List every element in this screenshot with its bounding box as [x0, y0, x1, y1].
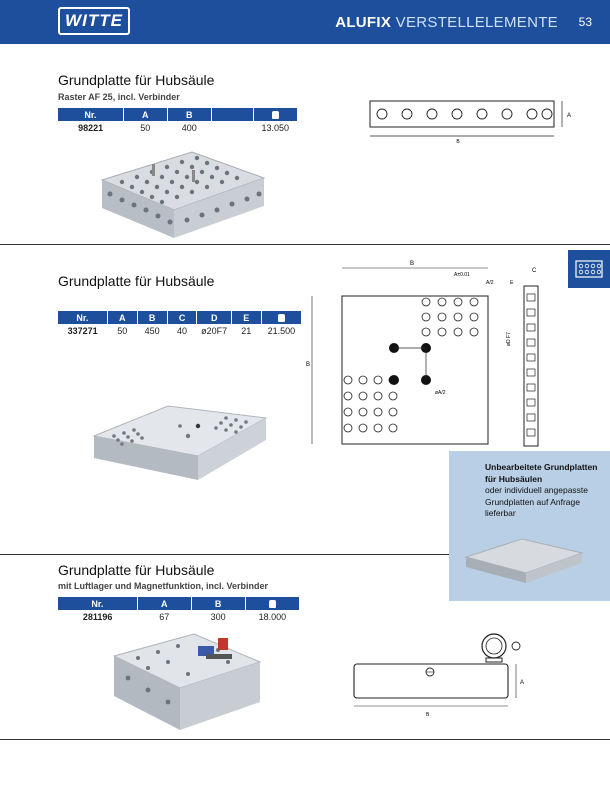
info-line-4: Grundplatten auf Anfrage	[485, 496, 580, 507]
section1-subtitle: Raster AF 25, incl. Verbinder	[58, 92, 180, 102]
cell-nr: 98221	[78, 123, 104, 133]
cell-weight: 18.000	[258, 612, 287, 622]
weight-icon	[277, 314, 285, 323]
col-weight	[261, 311, 303, 324]
col-b: B	[191, 597, 246, 610]
section3-subtitle: mit Luftlager und Magnetfunktion, incl. …	[58, 581, 269, 591]
section1-table: Nr. A B 98221 50 400 13.050	[58, 108, 298, 135]
technical-drawing-3: B A	[353, 633, 524, 718]
cell-b: 400	[181, 123, 197, 133]
page-number: 53	[578, 15, 592, 29]
cell-e: 21	[241, 326, 252, 336]
d1-label-b: B	[456, 139, 460, 144]
cell-empty	[211, 121, 253, 135]
cell-a: 67	[159, 612, 170, 622]
col-nr: Nr.	[58, 108, 124, 121]
page-title: ALUFIX VERSTELLELEMENTE	[335, 14, 558, 31]
d2-label-e: E	[510, 280, 514, 286]
section-divider	[0, 554, 449, 555]
d2-label-phi-d: øD F7	[506, 332, 512, 346]
info-line-3: oder individuell angepasste	[485, 485, 589, 495]
cell-nr: 337271	[67, 326, 98, 336]
witte-logo: WITTE	[58, 7, 130, 35]
d1-label-a: A	[567, 113, 571, 119]
col-c: C	[167, 311, 198, 324]
technical-drawing-2: B B A±0.01 A/2 øA/2 øD F7 C E	[306, 261, 539, 447]
col-b: B	[167, 108, 212, 121]
cell-b: 300	[210, 612, 226, 622]
cell-d: ø20F7	[201, 326, 228, 336]
col-weight	[253, 108, 298, 121]
d2-label-phi-a2: øA/2	[435, 390, 446, 396]
info-text: Unbearbeitete Grundplatten für Hubsäulen…	[485, 462, 605, 520]
cell-b: 450	[144, 326, 160, 336]
page-header: WITTE ALUFIX VERSTELLELEMENTE 53	[0, 0, 610, 44]
col-empty	[211, 108, 254, 121]
title-bold: ALUFIX	[335, 14, 392, 31]
table-row: 281196 67 300 18.000	[58, 610, 300, 624]
category-tab	[568, 250, 610, 288]
product-photo-2	[92, 405, 268, 480]
col-weight	[245, 597, 301, 610]
table-row: 337271 50 450 40 ø20F7 21 21.500	[58, 324, 302, 338]
cell-a: 50	[140, 123, 151, 133]
d3-label-a: A	[520, 680, 524, 686]
info-line-5: lieferbar	[485, 508, 516, 518]
weight-icon	[271, 111, 279, 120]
technical-drawing-1: B A	[369, 100, 571, 144]
weight-icon	[268, 600, 276, 609]
col-nr: Nr.	[58, 597, 138, 610]
title-light: VERSTELLELEMENTE	[395, 14, 558, 31]
section-divider	[0, 739, 610, 740]
section3-table: Nr. A B 281196 67 300 18.000	[58, 597, 301, 624]
cell-nr: 281196	[82, 612, 113, 622]
section-divider	[0, 244, 610, 245]
d2-label-b: B	[410, 261, 414, 267]
table-row: 98221 50 400 13.050	[58, 121, 298, 135]
cell-a: 50	[117, 326, 128, 336]
cell-weight: 13.050	[261, 123, 290, 133]
d2-label-c: C	[532, 268, 537, 274]
product-photo-1	[100, 151, 266, 238]
col-a: A	[107, 311, 138, 324]
info-line-2: für Hubsäulen	[485, 473, 543, 484]
product-photo-3	[112, 633, 262, 730]
d2-label-a2: A/2	[486, 280, 494, 286]
col-a: A	[123, 108, 168, 121]
col-nr: Nr.	[58, 311, 108, 324]
col-e: E	[231, 311, 262, 324]
cell-c: 40	[177, 326, 188, 336]
col-d: D	[196, 311, 232, 324]
cell-weight: 21.500	[267, 326, 296, 336]
grid-plate-icon	[575, 260, 603, 278]
col-a: A	[137, 597, 192, 610]
section2-title: Grundplatte für Hubsäule	[58, 273, 215, 289]
d2-label-a-tol: A±0.01	[454, 272, 470, 278]
section2-table: Nr. A B C D E 337271 50 450 40 ø20F7 21 …	[58, 311, 303, 338]
d3-label-b: B	[426, 712, 430, 718]
section3-title: Grundplatte für Hubsäule	[58, 562, 215, 578]
info-line-1: Unbearbeitete Grundplatten	[485, 462, 598, 472]
d2-label-b-side: B	[306, 362, 310, 368]
col-b: B	[137, 311, 168, 324]
raw-plate-photo	[464, 538, 584, 583]
section1-title: Grundplatte für Hubsäule	[58, 72, 215, 88]
